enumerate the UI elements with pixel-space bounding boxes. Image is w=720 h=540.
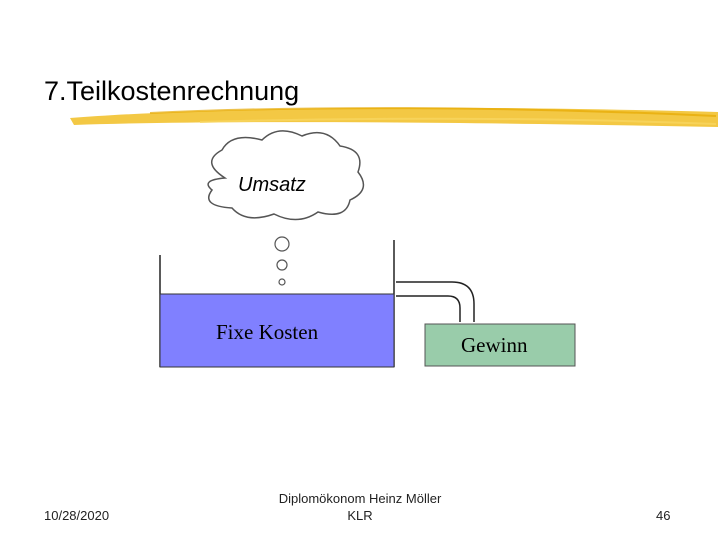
tank-label: Fixe Kosten <box>216 320 319 344</box>
outlet-label: Gewinn <box>461 333 528 357</box>
slide-title: 7.Teilkostenrechnung <box>44 76 300 106</box>
footer-center: Diplomökonom Heinz Möller KLR <box>270 490 450 524</box>
thought-bubble-large <box>274 236 290 252</box>
outlet-box <box>424 323 576 367</box>
thought-bubble-medium <box>276 259 288 271</box>
footer-date: 10/28/2020 <box>44 508 110 523</box>
page-number: 46 <box>656 508 671 523</box>
footer-author: Diplomökonom Heinz Möller <box>278 491 442 506</box>
footer-subject: KLR <box>347 508 373 523</box>
cloud-label: Umsatz <box>238 174 306 196</box>
thought-cloud <box>207 130 365 221</box>
overflow-pipe-inner <box>396 295 461 322</box>
tank-fill <box>159 293 395 368</box>
overflow-pipe-outer <box>396 281 475 322</box>
thought-bubble-small <box>278 278 286 286</box>
